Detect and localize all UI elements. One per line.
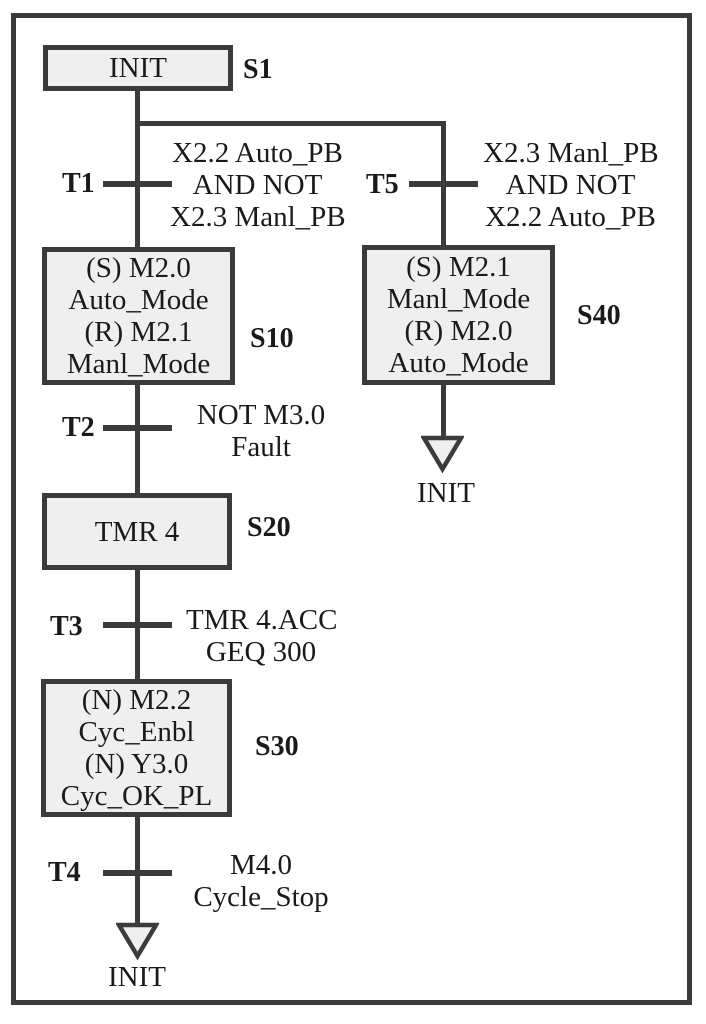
step-label-s20: S20	[247, 512, 291, 543]
transition-condition-t5: X2.3 Manl_PB AND NOT X2.2 Auto_PB	[483, 137, 659, 233]
flow-line-s1-to-s10	[135, 91, 140, 247]
transition-label-t1: T1	[62, 168, 95, 199]
transition-condition-t2: NOT M3.0 Fault	[186, 399, 336, 463]
transition-condition-t4: M4.0 Cycle_Stop	[186, 849, 336, 913]
condition-line: NOT M3.0	[196, 399, 326, 431]
step-action-line: TMR 4	[94, 515, 180, 548]
step-action-line: Auto_Mode	[388, 347, 529, 379]
transition-label-t2: T2	[62, 412, 95, 443]
transition-label-t5: T5	[366, 169, 399, 200]
step-action-line: (N) Y3.0	[84, 748, 189, 780]
transition-condition-t3: TMR 4.ACC GEQ 300	[186, 604, 338, 668]
step-action-line: (S) M2.0	[86, 252, 191, 284]
transition-label-t3: T3	[50, 611, 83, 642]
transition-bar-t4	[103, 870, 172, 876]
step-box-s1: INIT	[43, 45, 233, 91]
flow-line-branch	[135, 121, 446, 126]
step-action-line: (N) M2.2	[81, 684, 192, 716]
step-action-line: Auto_Mode	[68, 284, 209, 316]
condition-line: AND NOT	[505, 169, 636, 201]
jump-target-init-right: INIT	[417, 477, 475, 509]
condition-line: X2.3 Manl_PB	[483, 137, 659, 169]
condition-line: Cycle_Stop	[193, 881, 329, 913]
step-label-s40: S40	[577, 300, 621, 331]
flow-line-s10-to-s20	[135, 385, 140, 493]
condition-line: GEQ 300	[205, 636, 317, 668]
step-box-s30: (N) M2.2 Cyc_Enbl (N) Y3.0 Cyc_OK_PL	[41, 679, 232, 817]
step-box-s20: TMR 4	[42, 493, 232, 570]
condition-line: M4.0	[229, 849, 293, 881]
jump-arrow-icon	[421, 435, 464, 473]
transition-bar-t5	[409, 181, 478, 187]
condition-line: TMR 4.ACC	[186, 604, 338, 636]
step-label-s1: S1	[243, 54, 273, 85]
condition-line: X2.2 Auto_PB	[485, 201, 656, 233]
step-box-s40: (S) M2.1 Manl_Mode (R) M2.0 Auto_Mode	[362, 245, 555, 385]
step-action-line: (R) M2.1	[84, 316, 193, 348]
condition-line: Fault	[231, 431, 291, 463]
transition-bar-t2	[103, 425, 172, 431]
step-action-line: Manl_Mode	[386, 283, 531, 315]
step-action-line: Cyc_Enbl	[78, 716, 195, 748]
step-label-s10: S10	[250, 323, 294, 354]
condition-line: X2.3 Manl_PB	[170, 201, 346, 233]
transition-condition-t1: X2.2 Auto_PB AND NOT X2.3 Manl_PB	[170, 137, 346, 233]
jump-target-init-bottom: INIT	[108, 961, 166, 993]
transition-bar-t1	[103, 181, 172, 187]
flow-line-s40-to-jump	[441, 385, 446, 437]
step-box-s10: (S) M2.0 Auto_Mode (R) M2.1 Manl_Mode	[42, 247, 235, 385]
condition-line: AND NOT	[192, 169, 323, 201]
jump-arrow-icon	[116, 922, 159, 960]
diagram-frame	[11, 13, 692, 1005]
step-action-line: INIT	[109, 52, 167, 84]
condition-line: X2.2 Auto_PB	[172, 137, 343, 169]
transition-bar-t3	[103, 622, 172, 628]
transition-label-t4: T4	[48, 857, 81, 888]
step-action-line: Manl_Mode	[66, 348, 211, 380]
step-action-line: (S) M2.1	[406, 251, 511, 283]
step-action-line: Cyc_OK_PL	[60, 780, 213, 812]
step-action-line: (R) M2.0	[404, 315, 513, 347]
step-label-s30: S30	[255, 731, 299, 762]
